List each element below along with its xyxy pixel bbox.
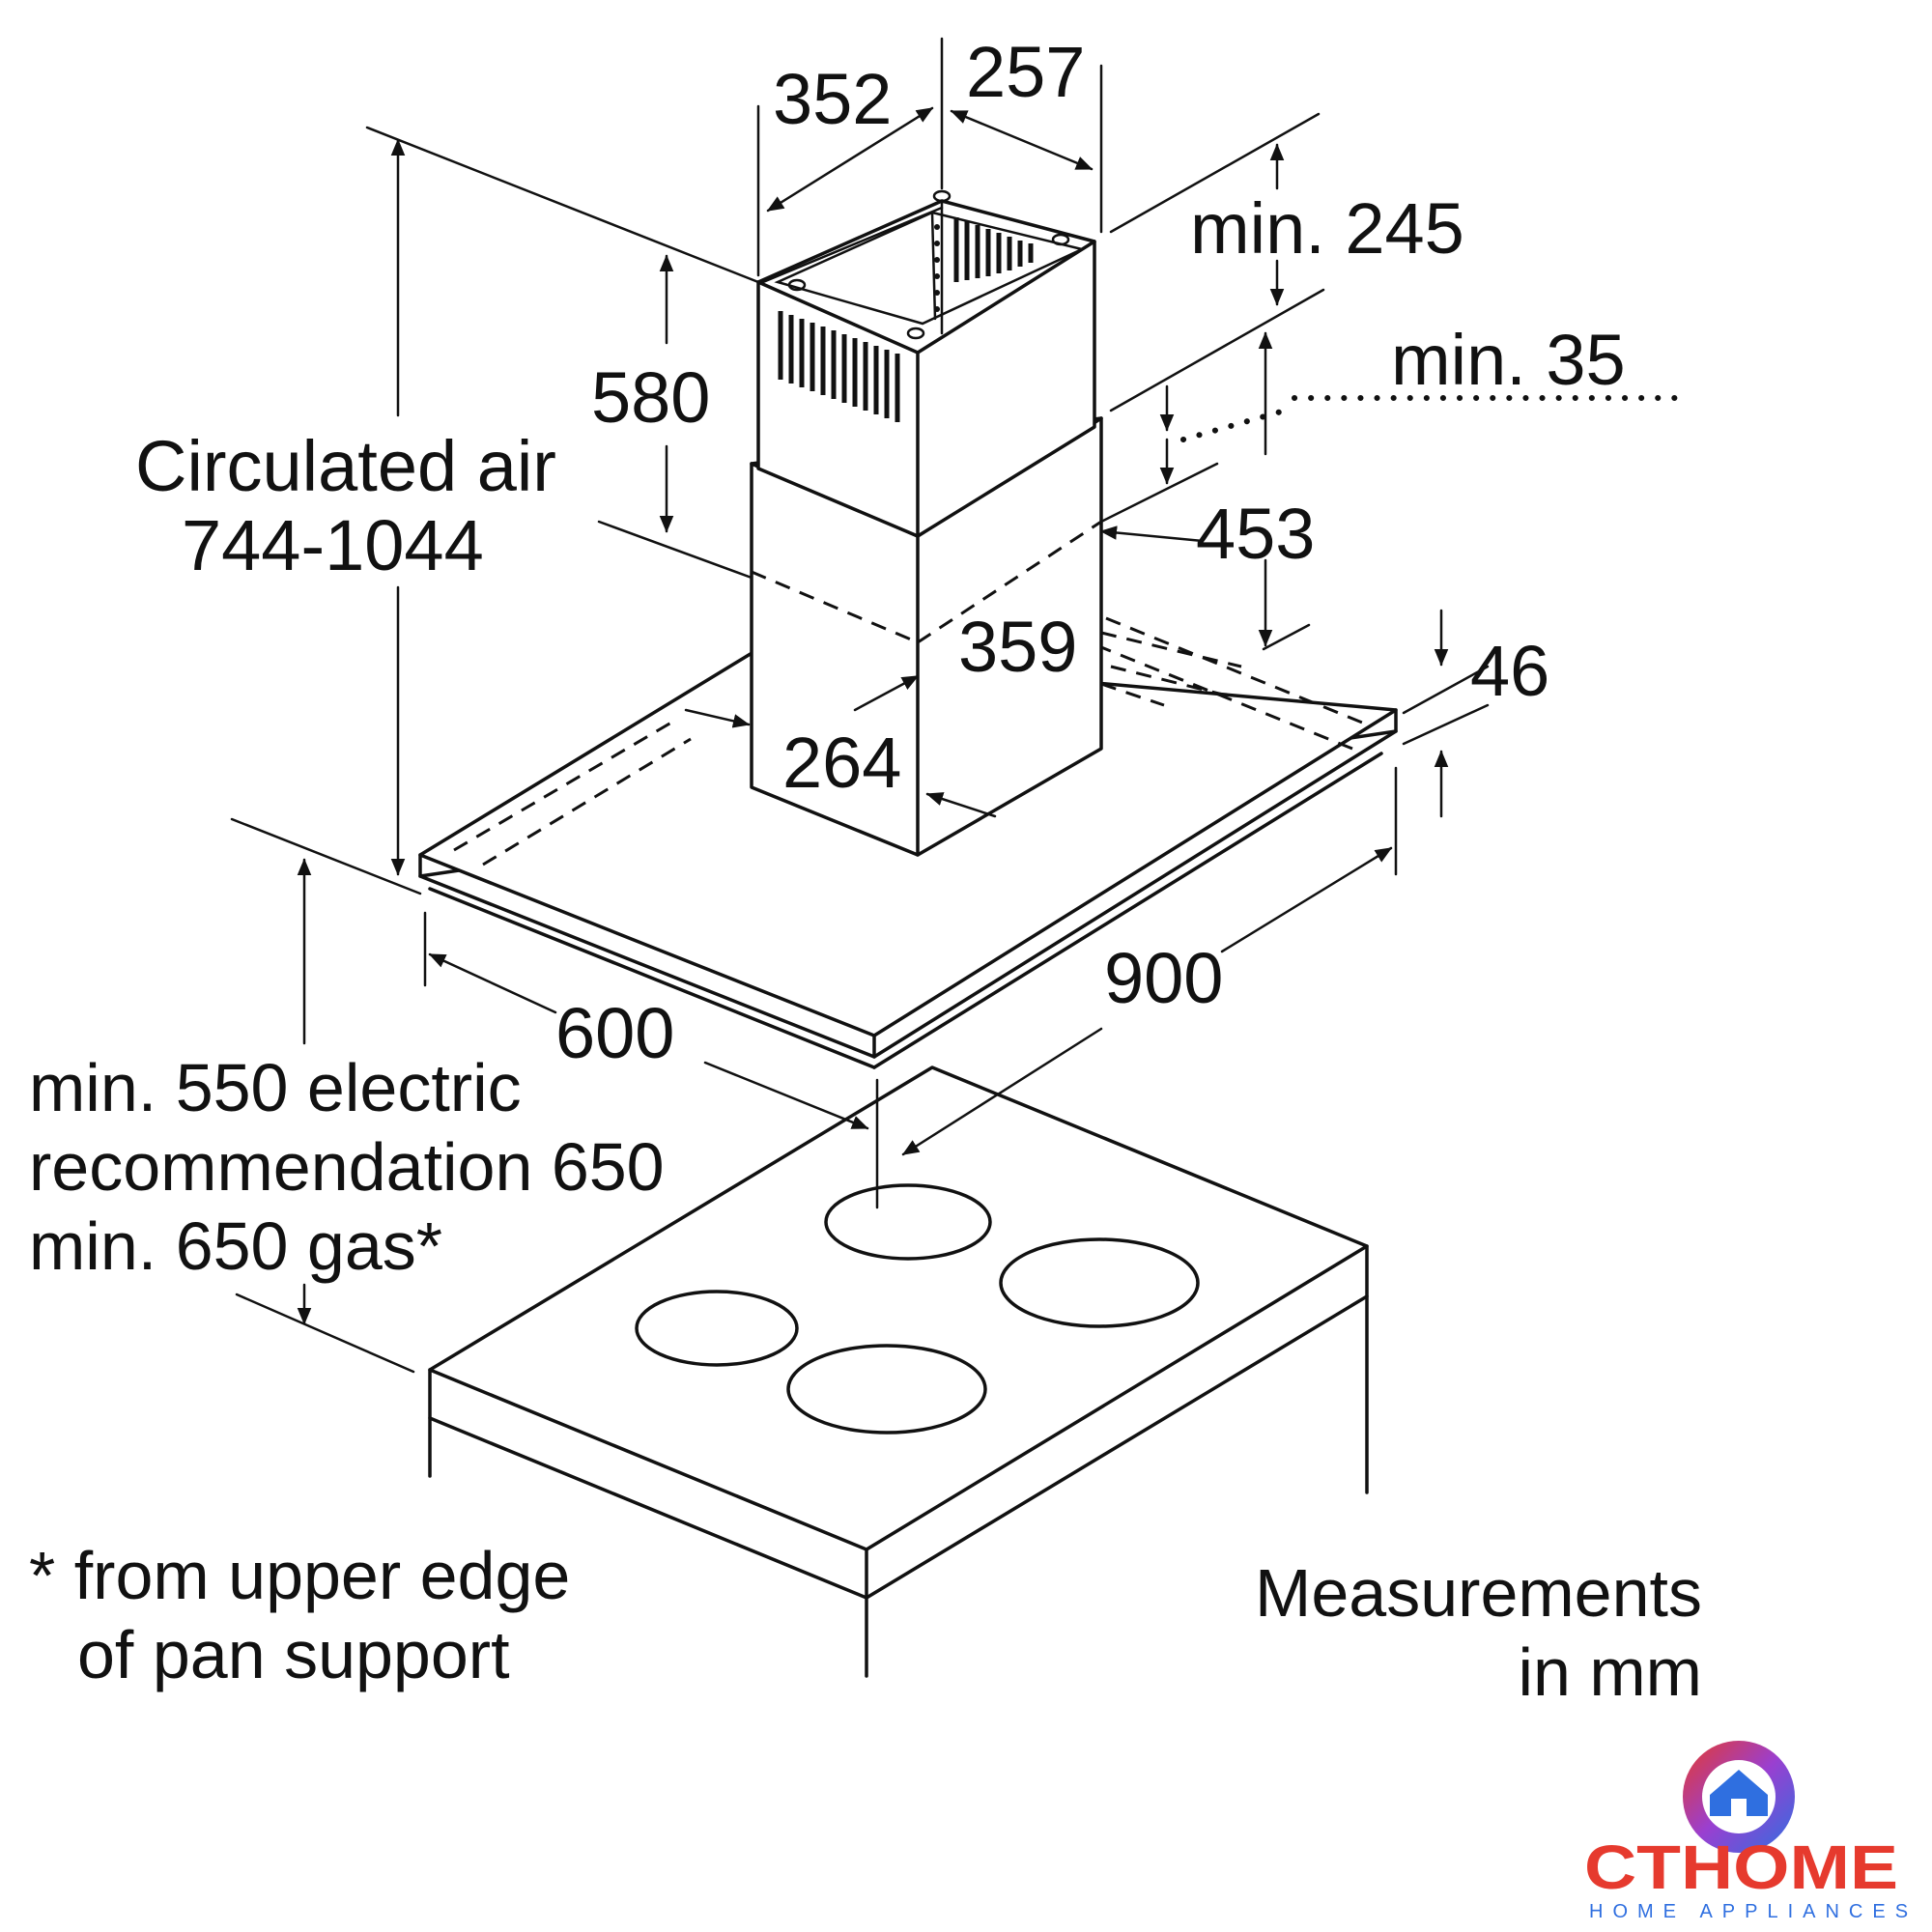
- burner-right: [999, 1237, 1200, 1328]
- dim-264: 264: [782, 723, 901, 803]
- dim-359: 359: [958, 607, 1077, 687]
- dim-257: 257: [966, 32, 1085, 112]
- circulated-air-range: 744-1044: [182, 505, 484, 585]
- burner-left: [635, 1290, 799, 1367]
- circulated-air-label: Circulated air: [135, 426, 556, 506]
- clearance-note-gas: min. 650 gas*: [29, 1208, 442, 1284]
- footnote-line-2: of pan support: [77, 1617, 510, 1692]
- clearance-note-electric: min. 550 electric: [29, 1050, 522, 1125]
- cooktop: [428, 1065, 1369, 1678]
- burner-front: [786, 1344, 987, 1435]
- units-note: Measurements in mm: [1255, 1555, 1702, 1710]
- cthome-logo: CTHOME HOME APPLIANCES: [1584, 1741, 1918, 1922]
- dimension-labels: 352 257 min. 245 min. 35 580 Circulated …: [135, 32, 1626, 1073]
- chimney-vent-left: [778, 311, 900, 422]
- dim-min-245: min. 245: [1190, 188, 1464, 269]
- dim-352: 352: [773, 59, 892, 139]
- units-note-line-2: in mm: [1518, 1634, 1702, 1710]
- dimension-lines: [230, 37, 1689, 1374]
- burner-back: [824, 1183, 992, 1261]
- dim-453: 453: [1196, 494, 1315, 574]
- brand-tagline: HOME APPLIANCES: [1589, 1901, 1918, 1922]
- bracket-holes: [934, 224, 940, 312]
- chimney: [750, 189, 1242, 857]
- chimney-vent-back: [953, 217, 1034, 282]
- dim-600: 600: [555, 993, 674, 1073]
- dim-46: 46: [1470, 631, 1549, 711]
- units-note-line-1: Measurements: [1255, 1555, 1702, 1631]
- dim-min-35: min. 35: [1391, 320, 1626, 400]
- house-logo-icon: [1683, 1741, 1795, 1853]
- dim-580: 580: [591, 357, 710, 438]
- footnote-line-1: * from upper edge: [29, 1538, 570, 1613]
- footnote: * from upper edge of pan support: [29, 1538, 570, 1692]
- brand-name: CTHOME: [1584, 1833, 1898, 1902]
- dim-900: 900: [1104, 938, 1223, 1018]
- clearance-notes: min. 550 electric recommendation 650 min…: [29, 1050, 665, 1284]
- clearance-note-recommendation: recommendation 650: [29, 1129, 665, 1205]
